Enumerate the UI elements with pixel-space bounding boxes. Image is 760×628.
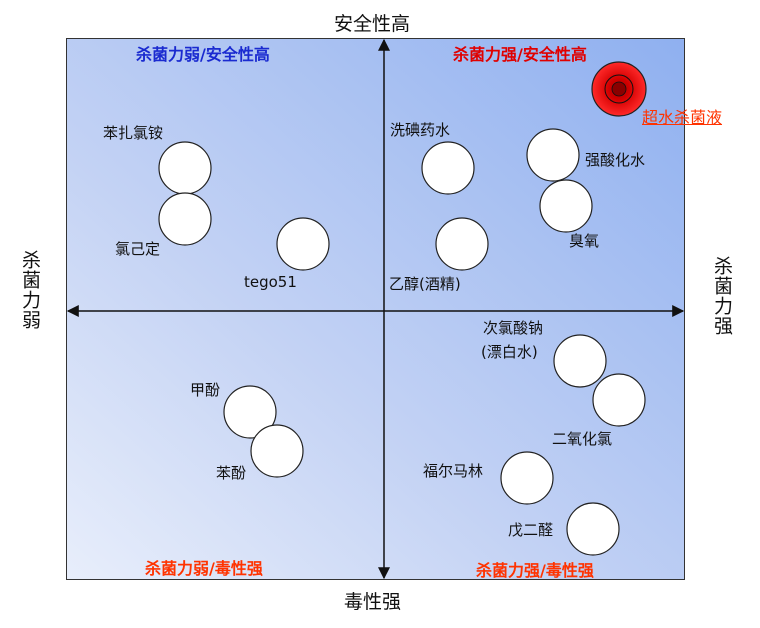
label-ethanol: 乙醇(酒精) bbox=[389, 275, 461, 293]
label-cresol: 甲酚 bbox=[190, 381, 221, 399]
label-tego51: tego51 bbox=[244, 273, 297, 291]
axis-top-label: 安全性高 bbox=[334, 13, 411, 35]
label-super-water: 超水杀菌液 bbox=[642, 108, 723, 127]
label-chlorhexidine: 氯己定 bbox=[115, 240, 161, 258]
quadrant-bottom-right-label: 杀菌力强/毒性强 bbox=[476, 561, 594, 580]
axis-right-label: 杀菌力强 bbox=[711, 256, 733, 336]
label-formalin: 福尔马林 bbox=[423, 462, 484, 480]
circle-benzalkonium bbox=[158, 141, 212, 195]
label-hypochlorite-line1: 次氯酸钠 bbox=[483, 319, 544, 337]
circle-ozone bbox=[539, 179, 593, 233]
circle-chlorine-dioxide bbox=[592, 373, 646, 427]
circle-phenol bbox=[250, 424, 304, 478]
quadrant-top-left-label: 杀菌力弱/安全性高 bbox=[136, 45, 270, 64]
label-phenol: 苯酚 bbox=[216, 464, 247, 482]
label-benzalkonium: 苯扎氯铵 bbox=[103, 124, 164, 142]
circle-hypochlorite bbox=[553, 334, 607, 388]
label-iodophor: 洗碘药水 bbox=[390, 121, 451, 139]
label-chlorine-dioxide: 二氧化氯 bbox=[552, 430, 613, 448]
label-acid-water: 强酸化水 bbox=[585, 151, 646, 169]
circle-ethanol bbox=[435, 217, 489, 271]
quadrant-top-right-label: 杀菌力强/安全性高 bbox=[453, 45, 587, 64]
label-ozone: 臭氧 bbox=[569, 232, 600, 250]
circle-glutaraldehyde bbox=[566, 502, 620, 556]
label-hypochlorite-line2: (漂白水) bbox=[481, 343, 538, 361]
quadrant-bottom-left-label: 杀菌力弱/毒性强 bbox=[145, 559, 263, 578]
axis-bottom-label: 毒性强 bbox=[344, 591, 402, 613]
circle-chlorhexidine bbox=[158, 192, 212, 246]
circle-formalin bbox=[500, 451, 554, 505]
circle-super-water bbox=[591, 61, 647, 117]
circle-acid-water bbox=[526, 128, 580, 182]
circle-cresol bbox=[223, 385, 277, 439]
circle-tego51 bbox=[276, 217, 330, 271]
circle-iodophor bbox=[421, 141, 475, 195]
label-glutaraldehyde: 戊二醛 bbox=[508, 521, 554, 539]
axis-left-label: 杀菌力弱 bbox=[19, 250, 41, 330]
